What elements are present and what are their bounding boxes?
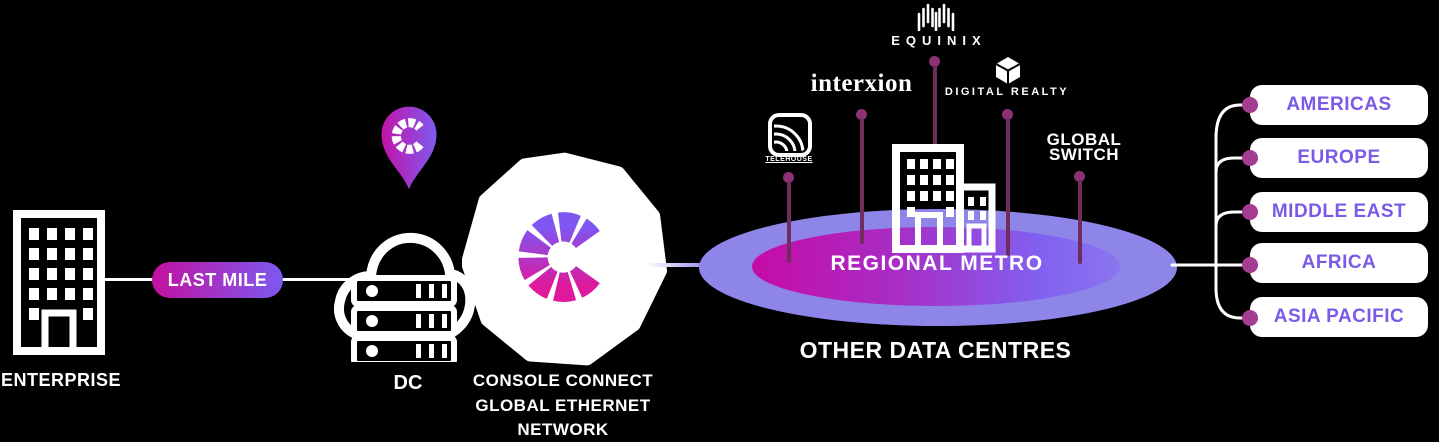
region-dot-americas [1242, 97, 1258, 113]
regional-metro-label: REGIONAL METRO [830, 252, 1044, 275]
equinix-drop-line [933, 65, 937, 148]
enterprise-building-icon [13, 210, 105, 355]
region-label: EUROPE [1297, 147, 1381, 168]
other-data-centres-label: OTHER DATA CENTRES [799, 337, 1072, 363]
last-mile-label: LAST MILE [167, 269, 268, 290]
region-label: MIDDLE EAST [1271, 201, 1407, 222]
telehouse-wordmark: TELEHOUSE [765, 156, 813, 163]
region-pill-middle-east: MIDDLE EAST [1250, 192, 1428, 232]
metro-inner-ellipse [752, 227, 1120, 306]
region-label: ASIA PACIFIC [1273, 306, 1405, 327]
telehouse-dot [783, 172, 794, 183]
region-dot-africa [1242, 257, 1258, 273]
last-mile-badge: LAST MILE [152, 262, 283, 298]
digital-realty-dot [1002, 109, 1013, 120]
globe-metro-connector [648, 263, 710, 267]
region-dot-middle-east [1242, 204, 1258, 220]
region-pill-europe: EUROPE [1250, 138, 1428, 178]
interxion-wordmark: interxion [810, 70, 913, 97]
network-core-line3: NETWORK [517, 420, 609, 439]
global-switch-drop-line [1078, 180, 1082, 264]
equinix-dot [929, 56, 940, 67]
region-dot-asia-pacific [1242, 310, 1258, 326]
region-label: AFRICA [1301, 252, 1377, 273]
network-core-line2: GLOBAL ETHERNET [475, 396, 651, 415]
interxion-drop-line [860, 118, 864, 244]
global-switch-wordmark: GLOBAL SWITCH [1024, 130, 1144, 164]
region-branch-lines [1170, 103, 1245, 320]
dc-label: DC [393, 372, 423, 394]
metro-buildings-icon [892, 144, 996, 253]
global-network-globe [462, 152, 667, 366]
console-connect-c-logo [518, 212, 600, 302]
region-pill-asia-pacific: ASIA PACIFIC [1250, 297, 1428, 337]
region-pill-africa: AFRICA [1250, 243, 1428, 283]
digital-realty-icon [995, 57, 1021, 84]
global-switch-line2: SWITCH [1048, 145, 1120, 164]
global-switch-dot [1074, 171, 1085, 182]
equinix-wordmark: EQUINIX [891, 33, 987, 48]
server-rack-icon [351, 275, 457, 362]
telehouse-drop-line [787, 181, 791, 263]
region-pill-americas: AMERICAS [1250, 85, 1428, 125]
global-switch-line1: GLOBAL [1046, 130, 1122, 149]
interxion-dot [856, 109, 867, 120]
network-core-line1: CONSOLE CONNECT [472, 371, 654, 390]
telehouse-icon [768, 113, 812, 157]
location-pin-icon [381, 106, 437, 190]
digital-realty-drop-line [1006, 118, 1010, 256]
region-dot-europe [1242, 150, 1258, 166]
pin-c-logo [391, 118, 424, 154]
equinix-icon [917, 4, 955, 31]
enterprise-label: ENTERPRISE [0, 370, 122, 390]
region-label: AMERICAS [1286, 94, 1392, 115]
digital-realty-wordmark: DIGITAL REALTY [944, 86, 1070, 98]
dc-cloud-servers-icon [334, 232, 476, 362]
